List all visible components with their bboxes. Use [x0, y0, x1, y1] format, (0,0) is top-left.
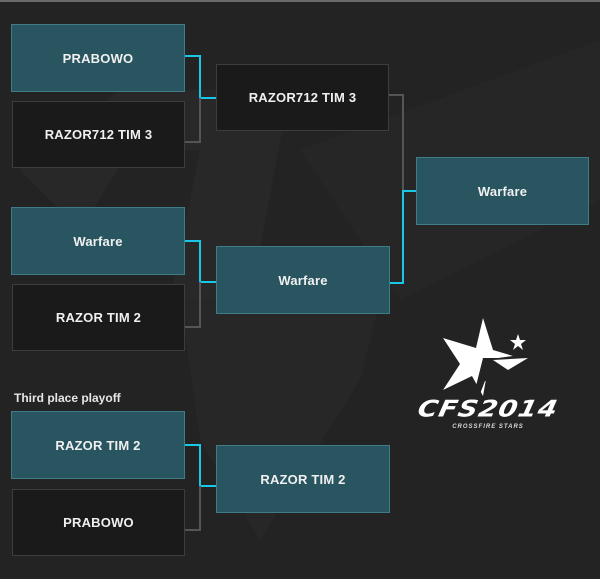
final-winner[interactable]: Warfare — [416, 157, 589, 225]
r2-match1-team[interactable]: RAZOR712 TIM 3 — [216, 64, 389, 131]
r1-match2-team-bottom[interactable]: RAZOR TIM 2 — [12, 284, 185, 351]
top-border — [0, 0, 600, 2]
third-place-label: Third place playoff — [14, 391, 121, 405]
r1-match1-team-top[interactable]: PRABOWO — [11, 24, 185, 92]
r1-match1-team-bottom[interactable]: RAZOR712 TIM 3 — [12, 101, 185, 168]
star-f-icon — [443, 318, 528, 396]
logo-subtitle: CROSSFIRE STARS — [452, 424, 524, 430]
r2-match2-team[interactable]: Warfare — [216, 246, 390, 314]
third-place-winner[interactable]: RAZOR TIM 2 — [216, 445, 390, 513]
third-place-team-top[interactable]: RAZOR TIM 2 — [11, 411, 185, 479]
cfs-logo: CFS2014 CROSSFIRE STARS — [388, 318, 588, 438]
r1-match2-team-top[interactable]: Warfare — [11, 207, 185, 275]
third-place-team-bottom[interactable]: PRABOWO — [12, 489, 185, 556]
logo-title: CFS2014 — [415, 396, 561, 423]
